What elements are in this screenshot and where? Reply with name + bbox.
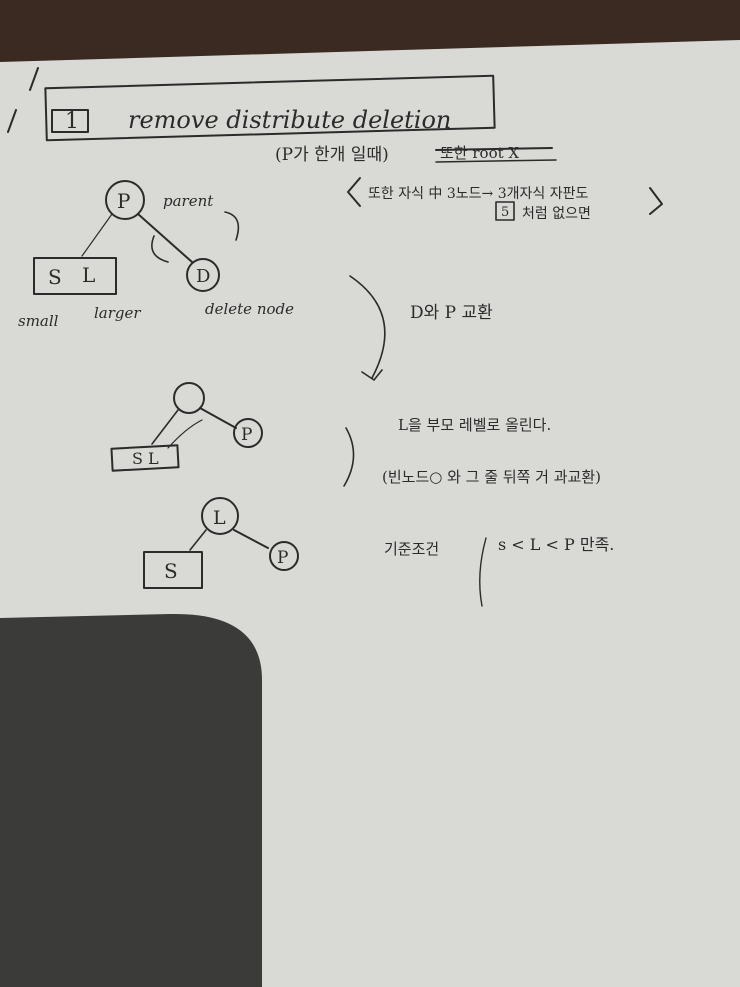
tree-after: L P S: [143, 497, 299, 589]
node-p-label: P: [241, 425, 252, 445]
bracket-line1: 또한 자식 中 3노드→ 3개자식 자판도: [368, 186, 588, 202]
parent-label: parent: [163, 192, 214, 210]
edge-left: [81, 213, 113, 257]
node-p-2: [269, 541, 299, 571]
criterion-label: 기준조건: [384, 540, 439, 558]
bracket-line2: 처럼 없으면: [522, 206, 591, 222]
bracket-note: 또한 자식 中 3노드→ 3개자식 자판도 5 처럼 없으면: [347, 177, 663, 222]
parent-node-label: P: [117, 189, 130, 213]
step-arrow-swap: D와 P 교환: [349, 275, 493, 381]
title-block: 1 remove distribute deletion: [44, 74, 496, 142]
criterion: 기준조건 s < L < P 만족.: [384, 535, 614, 607]
delete-node-label: D: [196, 266, 210, 287]
node-l: [201, 497, 239, 535]
subtitle: (P가 한개 일때): [275, 145, 389, 165]
s-box-label: S: [164, 559, 178, 583]
margin-mark: [29, 67, 39, 91]
step-swap-text: D와 P 교환: [410, 303, 493, 323]
empty-node: [173, 382, 205, 414]
title-number: 1: [65, 109, 79, 134]
sl-box-2-label: S L: [132, 449, 159, 468]
delete-node: [186, 258, 220, 292]
node-p: [233, 418, 263, 448]
node-l-label: L: [213, 507, 226, 529]
tree-middle: P S L: [110, 382, 263, 472]
crossed-text: 또한 root X: [440, 144, 519, 162]
s-box: [143, 551, 203, 589]
step-raise-note: (빈노드○ 와 그 줄 뒤쪽 거 과교환): [382, 468, 601, 486]
bracket-box-label: 5: [501, 205, 509, 220]
larger-label: larger: [94, 304, 141, 322]
hand-shadow: [0, 613, 262, 987]
parent-node: [105, 180, 145, 220]
sl-box-2: [110, 444, 180, 472]
delete-label: delete node: [205, 300, 294, 318]
tree-before: P parent D S L small larger delete node: [18, 180, 294, 330]
small-label: small: [18, 312, 59, 330]
node-p-2-label: P: [277, 548, 288, 568]
step-raise-text: L을 부모 레벨로 올린다.: [398, 416, 551, 434]
edge-right: [137, 213, 193, 263]
box-small: S: [48, 265, 62, 289]
crossed-note: 또한 root X: [435, 144, 557, 163]
box-large: L: [82, 263, 95, 287]
criterion-text: s < L < P 만족.: [498, 535, 614, 554]
sl-box: [33, 257, 117, 295]
title-text: remove distribute deletion: [128, 106, 451, 134]
step-raise: L을 부모 레벨로 올린다. (빈노드○ 와 그 줄 뒤쪽 거 과교환): [343, 416, 601, 487]
margin-mark: [7, 109, 17, 133]
